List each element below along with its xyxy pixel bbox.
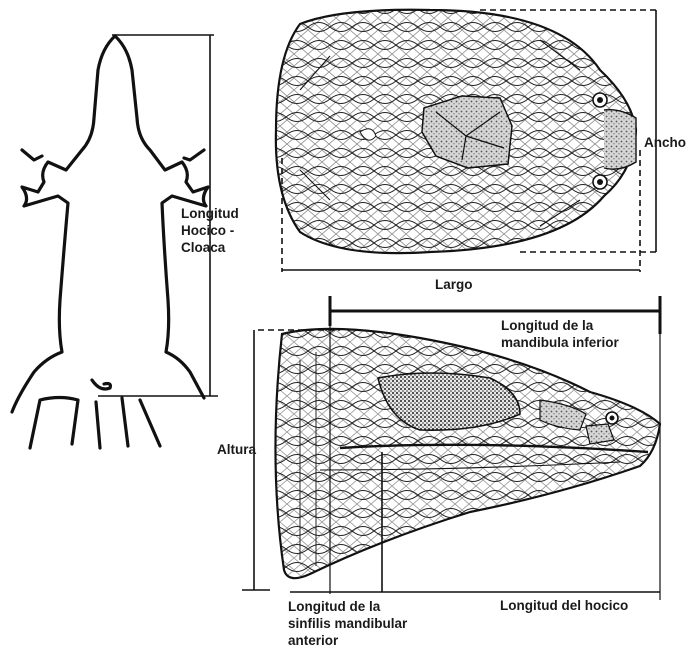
label-snout-vent-length: Longitud Hocico - Cloaca [181,205,239,256]
lizard-body-outline [12,36,208,448]
head-lateral-view [275,329,660,578]
label-snout-length: Longitud del hocico [500,597,628,614]
head-dorsal-view [276,10,636,253]
label-lower-jaw-length: Longitud de la mandibula inferior [501,317,619,351]
label-head-length: Largo [435,276,473,293]
label-head-width: Ancho [644,134,686,151]
label-head-height: Altura [217,441,256,458]
label-anterior-mandibular-symphysis-length: Longitud de la sinfilis mandibular anter… [288,598,407,649]
